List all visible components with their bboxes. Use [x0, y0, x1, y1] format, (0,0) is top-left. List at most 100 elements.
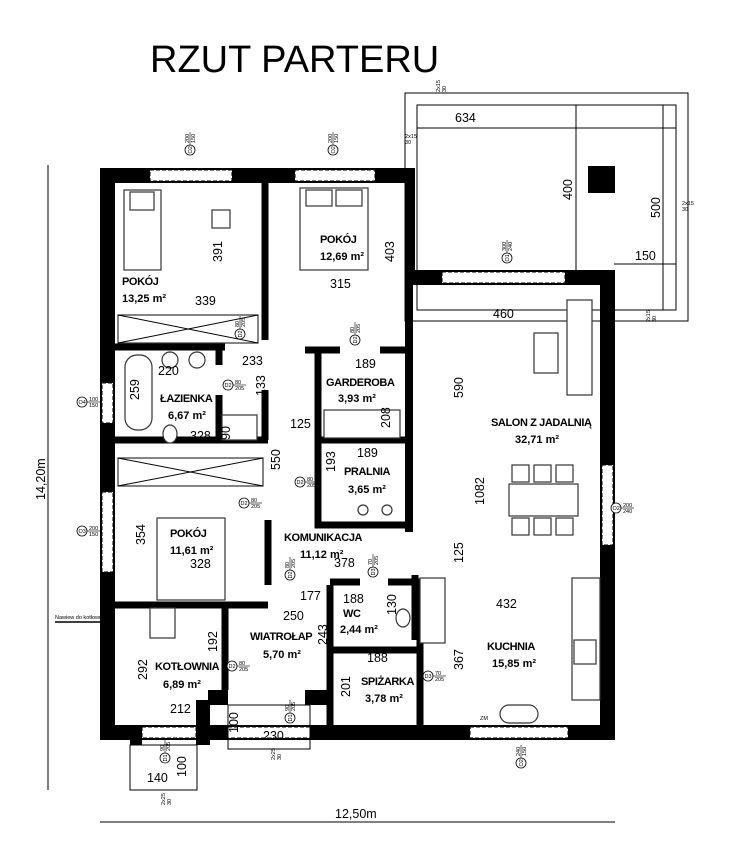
- dimension-label: 233: [242, 354, 263, 368]
- meter-label: ZM: [480, 716, 488, 722]
- opening-height: 150: [89, 403, 98, 409]
- opening-height: 205: [166, 742, 172, 751]
- opening-id: D2: [229, 664, 236, 670]
- opening-height: 150: [191, 134, 197, 143]
- room-area: 5,70 m²: [263, 649, 301, 661]
- opening-width: 80: [239, 661, 245, 667]
- room-area: 11,12 m²: [300, 549, 344, 561]
- opening-id: O2: [188, 146, 194, 153]
- opening-id: D1: [163, 754, 169, 761]
- dimension-label: 339: [195, 294, 216, 308]
- dimension-label: 328: [190, 429, 211, 443]
- room-name: PRALNIA: [344, 466, 391, 478]
- room-area: 32,71 m²: [515, 434, 559, 446]
- opening-width: 100: [89, 397, 98, 403]
- overall-height: 14,20m: [34, 458, 48, 500]
- step-tag-top: 2x25: [271, 748, 277, 760]
- step-tag-bottom: 30: [167, 799, 173, 805]
- opening-height: 150: [334, 134, 340, 143]
- opening-width: 80: [251, 498, 257, 504]
- dimension-label: 400: [561, 179, 575, 200]
- room-name: SPIŻARKA: [361, 675, 414, 688]
- opening-id: O4: [79, 400, 86, 406]
- step-tag-bottom: 30: [405, 140, 411, 146]
- opening-width: 200: [328, 134, 334, 143]
- dimension-label: 189: [355, 357, 376, 371]
- dimension-label: 201: [339, 676, 353, 697]
- dimension-label: 460: [493, 307, 514, 321]
- opening-height: 205: [241, 318, 247, 327]
- opening-width: 200: [89, 526, 98, 532]
- dimension-label: 100: [175, 756, 189, 777]
- room-area: 12,69 m²: [320, 251, 364, 263]
- opening-id: O2: [613, 506, 620, 512]
- windows: [101, 169, 614, 739]
- dimension-label: 193: [324, 451, 338, 472]
- room-area: 3,93 m²: [338, 393, 376, 405]
- opening-id: O1: [505, 254, 511, 261]
- opening-width: 90: [160, 745, 166, 751]
- room-area: 3,65 m²: [348, 484, 386, 496]
- ventilation-note: Nawiew do kotłowni: [55, 615, 103, 621]
- room-area: 11,61 m²: [170, 545, 214, 557]
- sink: [499, 704, 539, 724]
- dimension-label: 259: [128, 379, 142, 400]
- room-area: 13,25 m²: [122, 293, 166, 305]
- toilet: [162, 424, 178, 444]
- dimension-label: 328: [190, 557, 211, 571]
- dimension-label: 1082: [473, 477, 487, 505]
- dimension-label: 367: [452, 649, 466, 670]
- opening-id: D2: [241, 501, 248, 507]
- furniture: [117, 187, 601, 724]
- dimension-label: 177: [300, 589, 321, 603]
- opening-height: 205: [307, 483, 316, 489]
- dimension-label: 378: [334, 556, 355, 570]
- opening-height: 205: [435, 677, 444, 683]
- kitchen-counter: [571, 577, 601, 701]
- dimension-label: 230: [263, 729, 284, 743]
- bathtub: [124, 354, 153, 431]
- room-name: KOMUNIKACJA: [284, 532, 363, 544]
- opening-id: O3: [79, 529, 86, 535]
- dimension-label: 212: [170, 702, 191, 716]
- dimension-label: 403: [383, 241, 397, 262]
- step-tag-bottom: 30: [682, 207, 688, 213]
- opening-width: 70: [368, 559, 374, 565]
- room-name: ŁAZIENKA: [160, 393, 213, 405]
- room-area: 3,78 m²: [365, 693, 403, 705]
- opening-width: 80: [307, 477, 313, 483]
- opening-id: O2: [519, 759, 525, 766]
- dimension-label: 130: [385, 594, 399, 615]
- dimension-label: 391: [211, 241, 225, 262]
- opening-height: 205: [356, 324, 362, 333]
- page-title: RZUT PARTERU: [150, 39, 439, 81]
- opening-id: D1: [288, 714, 294, 721]
- room-area: 6,89 m²: [163, 679, 201, 691]
- dining-table: [508, 483, 579, 517]
- room-name: GARDEROBA: [326, 377, 395, 389]
- dimension-label: 133: [254, 375, 268, 396]
- dimension-label: 220: [158, 364, 179, 378]
- dimension-label: 100: [227, 712, 241, 733]
- opening-height: 205: [251, 504, 260, 510]
- opening-width: 80: [235, 380, 241, 386]
- room-name: KUCHNIA: [487, 641, 535, 653]
- coffee-table: [533, 332, 559, 374]
- opening-width: 70: [435, 671, 441, 677]
- dimension-label: 125: [290, 417, 311, 431]
- overall-width: 12,50m: [335, 807, 377, 821]
